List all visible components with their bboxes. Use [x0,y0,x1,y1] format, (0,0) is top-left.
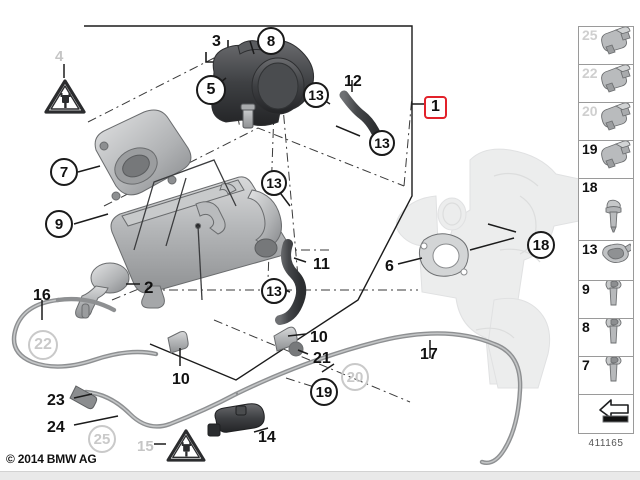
legend-cell-25[interactable]: 25 [579,27,633,65]
callout-circle-13[interactable]: 13 [261,170,287,196]
callout-label-2[interactable]: 2 [144,278,154,297]
callout-circle-22[interactable]: 22 [28,330,58,360]
legend-part-bolt-short-icon [597,281,631,316]
legend-number: 7 [582,357,590,373]
callout-label-12[interactable]: 12 [344,73,362,90]
legend-cell-20[interactable]: 20 [579,103,633,141]
legend-cell-19[interactable]: 19 [579,141,633,179]
legend-number: 13 [582,241,598,257]
callout-circle-8[interactable]: 8 [257,27,285,55]
callout-label-16[interactable]: 16 [33,287,51,304]
legend-number: 20 [582,103,598,119]
callout-circle-13[interactable]: 13 [261,278,287,304]
callout-label-17[interactable]: 17 [420,346,438,363]
legend-number: 8 [582,319,590,335]
legend-part-bolt-long-icon [597,199,631,238]
legend-cell-8[interactable]: 8 [579,319,633,357]
callout-label-23[interactable]: 23 [47,392,65,409]
legend-part-clip-icon [597,103,631,138]
callout-circle-5[interactable]: 5 [196,75,226,105]
callout-circle-7[interactable]: 7 [50,158,78,186]
callout-label-1[interactable]: 1 [424,96,447,119]
electrical-plug-warning-icon-bottom [166,428,206,468]
callout-label-15[interactable]: 15 [137,438,154,455]
legend-number: 25 [582,27,598,43]
bottom-strip [0,471,640,480]
callout-circle-13[interactable]: 13 [303,82,329,108]
callout-label-11[interactable]: 11 [313,256,330,273]
callout-circle-9[interactable]: 9 [45,210,73,238]
callout-label-10[interactable]: 10 [172,371,190,388]
legend-cell-7[interactable]: 7 [579,357,633,395]
legend-cell-13[interactable]: 13 [579,241,633,281]
copyright-notice: © 2014 BMW AG [6,452,97,466]
legend-cell-18[interactable]: 18 [579,179,633,241]
callout-label-24[interactable]: 24 [47,419,65,436]
legend-number: 19 [582,141,598,157]
legend-part-bolt-short-icon [597,357,631,392]
diagram-id-number: 411165 [588,438,624,449]
legend-cell-9[interactable]: 9 [579,281,633,319]
legend-number: 22 [582,65,598,81]
callout-circle-25[interactable]: 25 [88,425,116,453]
legend-number: 18 [582,179,598,195]
callout-label-4[interactable]: 4 [55,48,64,65]
legend-cell-22[interactable]: 22 [579,65,633,103]
callout-label-21[interactable]: 21 [313,350,331,367]
callout-label-3[interactable]: 3 [212,33,221,50]
legend-part-clip-icon [597,27,631,62]
callout-label-6[interactable]: 6 [385,258,394,275]
callout-circle-13[interactable]: 13 [369,130,395,156]
legend-part-clip-icon [597,141,631,176]
legend-part-bolt-short-icon [597,319,631,354]
callout-circle-20[interactable]: 20 [341,363,369,391]
legend-part-clip-icon [597,65,631,100]
legend-number: 9 [582,281,590,297]
legend-part-clamp-icon [597,241,633,278]
callout-circle-18[interactable]: 18 [527,231,555,259]
legend-cell-arrow[interactable] [579,395,633,433]
parts-legend-sidebar[interactable]: 25 22 20 19 18 13 9 8 7 [578,26,634,434]
electrical-plug-warning-icon-top [44,78,86,120]
callout-label-14[interactable]: 14 [258,429,276,446]
legend-part-arrow-icon [597,395,631,431]
callout-label-10[interactable]: 10 [310,329,328,346]
callout-circle-19[interactable]: 19 [310,378,338,406]
